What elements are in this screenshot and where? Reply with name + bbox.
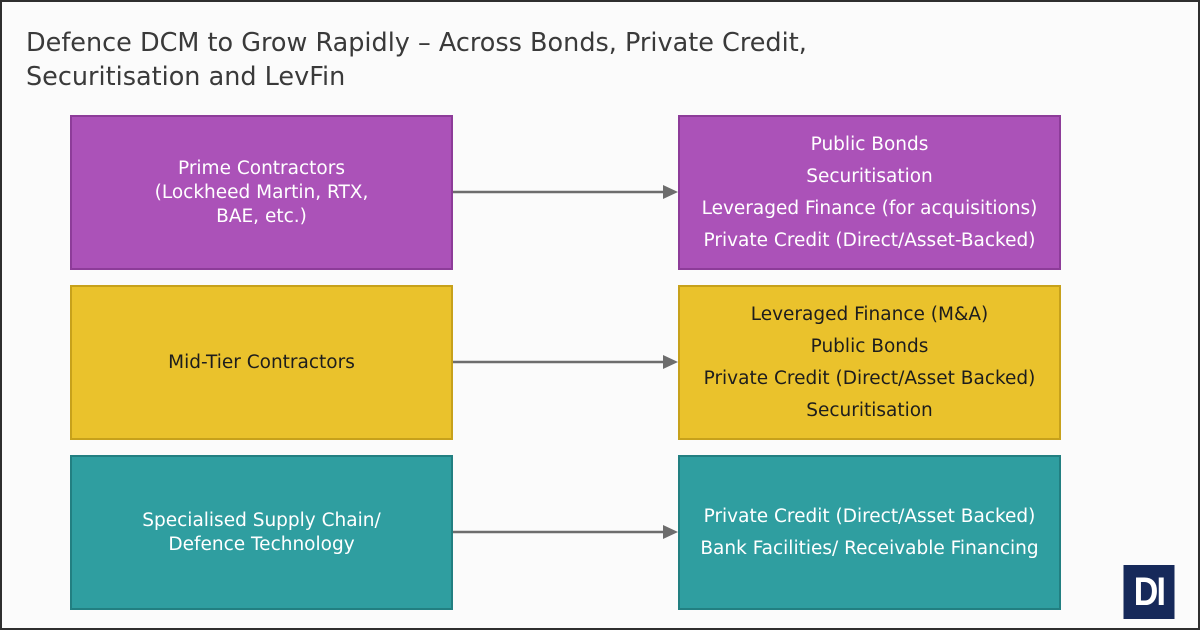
box-text-line: (Lockheed Martin, RTX, [154, 181, 369, 203]
box-text-line: Leveraged Finance (for acquisitions) [701, 197, 1038, 219]
box-text-line: Bank Facilities/ Receivable Financing [700, 537, 1039, 559]
prime-contractors-box: Prime Contractors (Lockheed Martin, RTX,… [70, 115, 453, 270]
box-text-line: Defence Technology [168, 533, 355, 555]
supply-chain-box: Specialised Supply Chain/ Defence Techno… [70, 455, 453, 610]
box-text-line: Public Bonds [810, 335, 929, 357]
di-logo: DI [1123, 565, 1175, 619]
arrow-right-icon [453, 185, 678, 199]
title-line-2: Securitisation and LevFin [26, 62, 346, 92]
box-text-line: BAE, etc.) [216, 205, 307, 227]
box-text-line: Securitisation [806, 165, 933, 187]
arrow-right-icon [453, 525, 678, 539]
box-text-line: Specialised Supply Chain/ [142, 509, 381, 531]
title-line-1: Defence DCM to Grow Rapidly – Across Bon… [26, 28, 807, 58]
box-text-line: Private Credit (Direct/Asset Backed) [703, 505, 1036, 527]
prime-contractors-financing-box: Public Bonds Securitisation Leveraged Fi… [678, 115, 1061, 270]
box-text-line: Securitisation [806, 399, 933, 421]
supply-chain-financing-box: Private Credit (Direct/Asset Backed) Ban… [678, 455, 1061, 610]
box-text-line: Public Bonds [810, 133, 929, 155]
mid-tier-contractors-box: Mid-Tier Contractors [70, 285, 453, 440]
box-text-line: Leveraged Finance (M&A) [750, 303, 989, 325]
slide-title: Defence DCM to Grow Rapidly – Across Bon… [26, 26, 807, 94]
box-text-line: Private Credit (Direct/Asset-Backed) [703, 229, 1036, 251]
box-text-line: Mid-Tier Contractors [168, 351, 355, 373]
arrow-right-icon [453, 355, 678, 369]
box-text-line: Private Credit (Direct/Asset Backed) [703, 367, 1036, 389]
box-text-line: Prime Contractors [177, 157, 345, 179]
mid-tier-financing-box: Leveraged Finance (M&A) Public Bonds Pri… [678, 285, 1061, 440]
